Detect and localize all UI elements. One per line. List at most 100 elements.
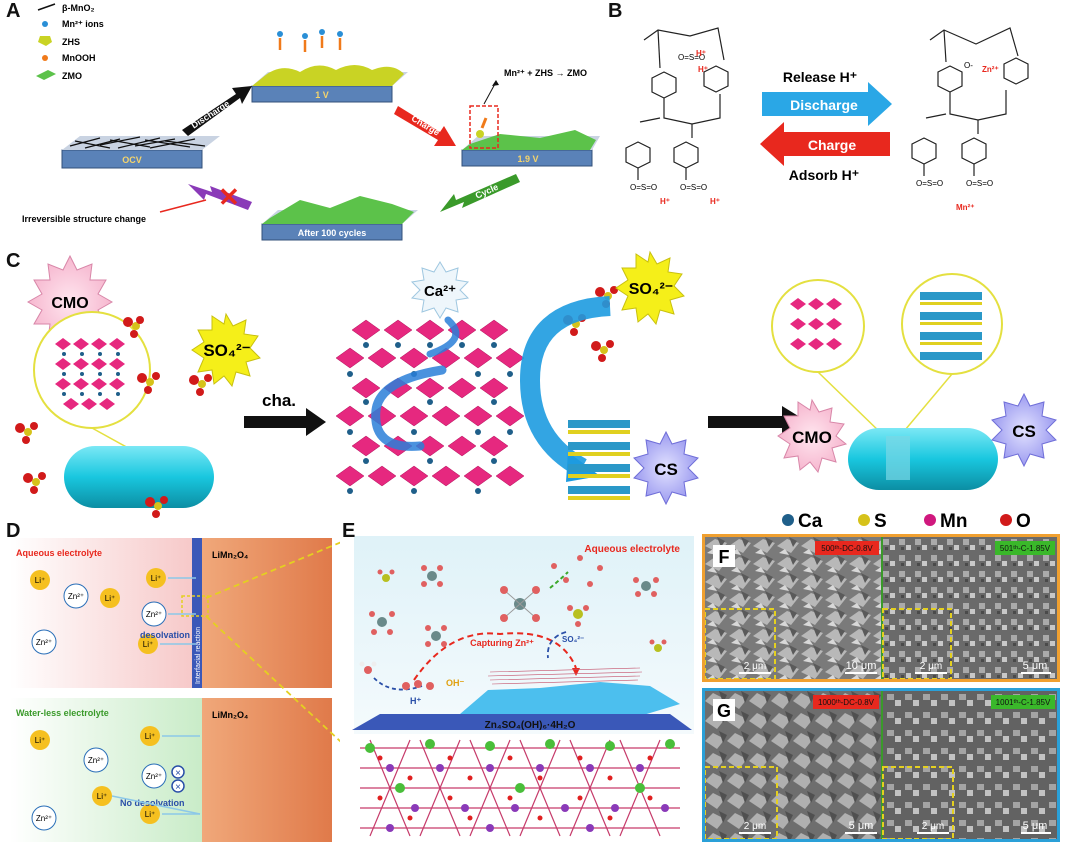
release-h-label: Release H⁺	[783, 69, 857, 85]
zmo-zoom-box	[469, 105, 499, 149]
li-ion-3: Li⁺	[105, 594, 115, 603]
left-polymer-structure	[625, 27, 729, 180]
zhs-layer	[460, 682, 680, 716]
rod-right	[848, 428, 998, 490]
ocv-label: OCV	[122, 155, 142, 165]
panel-label-f: F	[719, 547, 730, 567]
panel-label-c: C	[6, 250, 21, 272]
legend-mnooh: MnOOH	[62, 53, 96, 63]
tag-g-left-bg	[813, 695, 879, 709]
so3h-left-top: O=S=O	[678, 53, 705, 62]
zn-label-b: Zn²⁺	[982, 65, 999, 74]
zhs-legend-icon	[38, 36, 52, 46]
so3-left-2: O=S=O	[680, 183, 707, 192]
sem-g-inset-left	[704, 766, 778, 840]
adsorb-h-label: Adsorb H⁺	[789, 167, 859, 183]
legend-o-label: O	[1016, 511, 1031, 530]
after-label: After 100 cycles	[298, 228, 367, 238]
panel-c: C CMO	[0, 250, 1065, 518]
panel-label-g: G	[717, 701, 731, 721]
sem-g-inset-right	[882, 766, 954, 840]
aqueous-region	[10, 538, 202, 688]
panel-b-figure: O=S=O H⁺ H⁺ O=S=O H⁺ O=S=O H⁺ Release H⁺…	[625, 27, 1029, 212]
cmo-rod-left	[64, 446, 214, 508]
waterless-label: Water-less electrolyte	[16, 708, 109, 718]
panel-g-images: 1000ᵗʰ-DC-0.8V 1001ᵗʰ-C-1.85V G 2 μm 5 μ…	[704, 691, 1057, 840]
blocked-icon-2	[171, 779, 185, 793]
zn-ion-6: Zn²⁺	[36, 814, 52, 823]
mn-ions-release	[277, 29, 343, 52]
so4-label-left: SO₄²⁻	[203, 341, 250, 360]
interfacial-label: Interfacial reaction	[195, 627, 202, 684]
tag-f-right: 501ᵗʰ-C-1.85V	[1000, 544, 1051, 553]
li-ion-4: Li⁺	[143, 640, 153, 649]
tag-f-left: 500ᵗʰ-DC-0.8V	[821, 544, 873, 553]
no-desolvation-label: No desolvation	[120, 798, 185, 808]
ca-dots-left	[62, 352, 120, 396]
cs-structure-mid	[568, 420, 630, 500]
cha-label: cha.	[262, 391, 296, 410]
zoom-box-d	[181, 595, 209, 617]
discharge-arrow-a	[182, 86, 252, 136]
oh-label: OH⁻	[446, 678, 465, 688]
li-ion-8: Li⁺	[145, 810, 155, 819]
legend-mn-ions: Mn²⁺ ions	[62, 19, 104, 29]
v19-zmo-layer	[462, 130, 596, 150]
zmo-legend-icon	[36, 70, 56, 80]
v1-label: 1 V	[315, 90, 329, 100]
sulfate-molecules	[15, 286, 618, 518]
charge-arrow-b	[760, 122, 890, 166]
scale-g-main-right: 5 μm	[1023, 820, 1048, 832]
cycle-label-a: Cycle	[474, 182, 500, 201]
panel-label-e: E	[342, 520, 356, 542]
product-label: Zn₄SO₄(OH)₆·4H₂O	[485, 720, 576, 731]
panel-label-a: A	[6, 0, 21, 22]
legend-zhs: ZHS	[62, 37, 80, 47]
interfacial-layer	[192, 538, 202, 688]
cs-label-right: CS	[1012, 422, 1036, 441]
oh-molecules	[359, 661, 377, 674]
cathode-region-bottom	[202, 698, 332, 842]
cha-arrow	[244, 408, 326, 436]
label-f-bg	[713, 545, 735, 567]
scale-f-inset-left: 2 μm	[744, 661, 766, 672]
panel-d-figure: Aqueous electrolyte LiMn₂O₄ Interfacial …	[10, 535, 357, 842]
blocked-icon-1	[171, 765, 185, 779]
cs-burst-right	[991, 392, 1057, 468]
cathode-label-top: LiMn₂O₄	[212, 550, 248, 560]
ca-label: Ca²⁺	[424, 283, 456, 300]
irreversible-label: Irreversible structure change	[22, 214, 146, 224]
cmo-lattice-left	[55, 338, 125, 410]
aqueous-label-e: Aqueous electrolyte	[584, 544, 680, 555]
h-label-e: H⁺	[410, 696, 421, 706]
panel-c-figure: CMO SO₄²⁻	[15, 250, 1057, 518]
ocv-nanorods	[69, 136, 206, 149]
mn-ion-legend-icon	[42, 21, 48, 27]
discharge-arrow-b	[762, 82, 892, 126]
panel-f: 500ᵗʰ-DC-0.8V 501ᵗʰ-C-1.85V F 2 μm 10 μm…	[702, 534, 1060, 682]
tag-f-right-bg	[995, 541, 1055, 555]
water-molecules	[551, 555, 603, 587]
cmo-label-right: CMO	[792, 428, 832, 447]
aqueous-label-d: Aqueous electrolyte	[16, 548, 102, 558]
element-legend: Ca S Mn O	[780, 508, 1065, 532]
scale-g-main-left: 5 μm	[849, 820, 874, 832]
li-ion-7: Li⁺	[97, 792, 107, 801]
central-ca-dots	[347, 342, 513, 494]
irreversible-arrow	[188, 184, 252, 210]
zoom-circle-left	[33, 311, 151, 429]
h-plus-1: H⁺	[696, 49, 706, 58]
capturing-label: Capturing Zn²⁺	[470, 638, 534, 648]
lmo-lattice	[354, 734, 694, 842]
legend-mn: Mn	[924, 511, 967, 532]
label-g-bg	[713, 699, 735, 721]
curved-arrow	[519, 296, 611, 477]
cs-burst-mid	[633, 430, 699, 506]
scale-f-inset-right: 2 μm	[920, 661, 942, 672]
v1-zhs-layer	[252, 65, 404, 86]
right-polymer-structure	[911, 27, 1029, 176]
after-zmo-layer	[262, 196, 414, 224]
cathode-region-top	[202, 538, 332, 688]
blocked-x-2: ×	[175, 782, 181, 793]
blocked-x-1: ×	[175, 768, 181, 779]
